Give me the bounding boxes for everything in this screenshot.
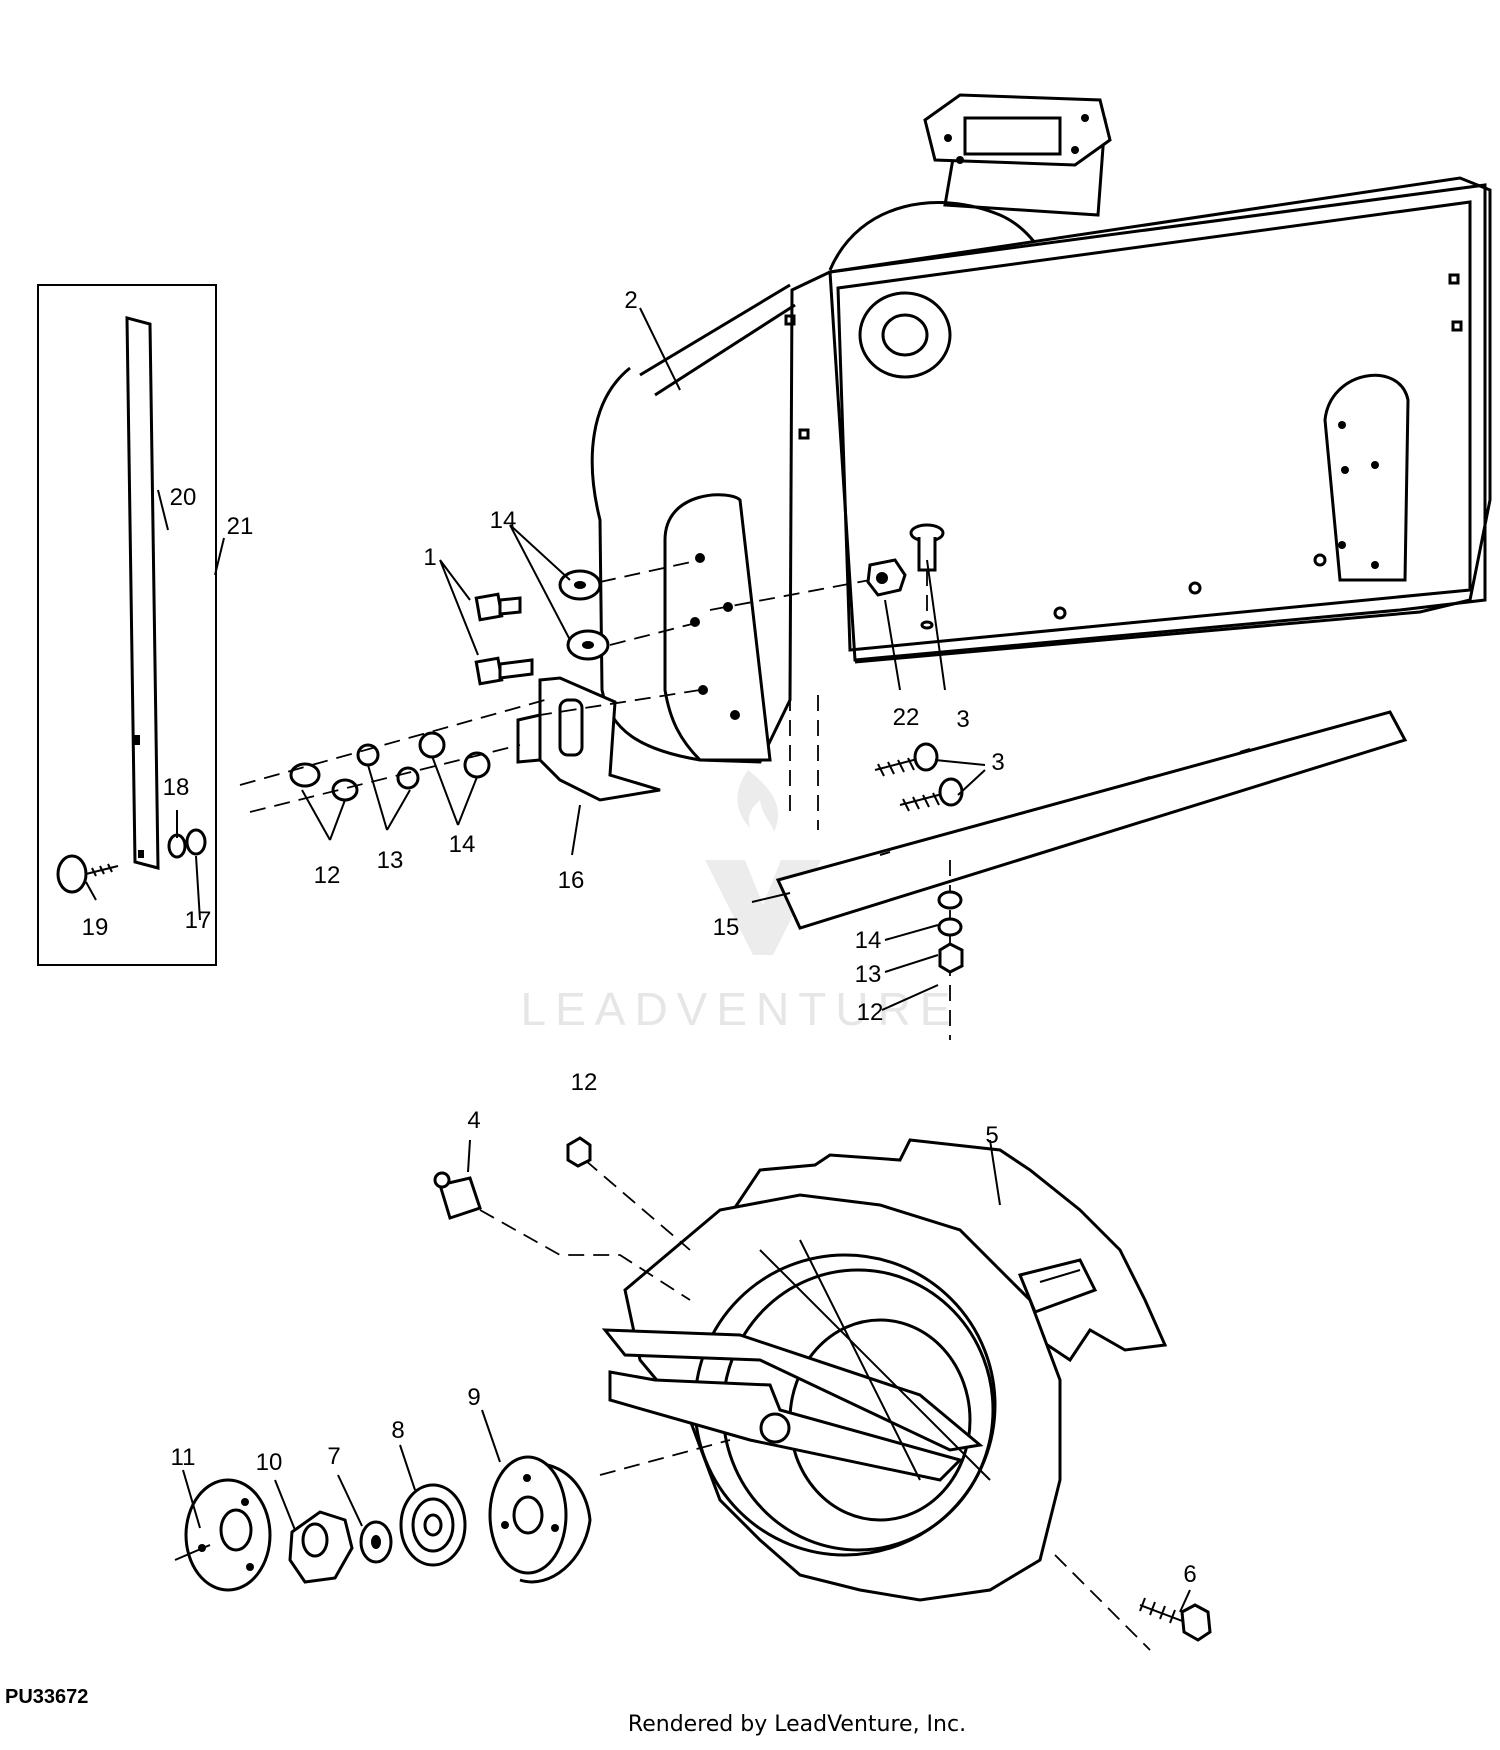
callout-13b: 13 [855, 961, 882, 988]
fittings [433, 1136, 592, 1220]
shear-bar [125, 316, 160, 870]
callout-6: 6 [1183, 1561, 1196, 1588]
callout-14a: 14 [490, 507, 517, 534]
callout-16: 16 [558, 867, 585, 894]
callout-3b: 3 [991, 749, 1004, 776]
footer-credit: Rendered by LeadVenture, Inc. [628, 1712, 966, 1737]
inset-shear-bar [37, 284, 225, 966]
auger-assembly [479, 1138, 1168, 1651]
skid-shoe [538, 676, 661, 802]
part-code: PU33672 [5, 1686, 88, 1708]
callout-13a: 13 [377, 847, 404, 874]
nut [185, 828, 207, 856]
callout-14b: 14 [449, 831, 476, 858]
carriage-bolt [56, 854, 88, 894]
bearing-flange [184, 1478, 272, 1592]
callout-11: 11 [171, 1444, 196, 1471]
scraper-blade [775, 710, 1408, 930]
blower-housing [590, 93, 1492, 764]
bearing-housing [488, 1455, 568, 1575]
cap-screw [1180, 1603, 1212, 1642]
watermark-text: LEADVENTURE [521, 983, 960, 1035]
callout-10: 10 [256, 1449, 283, 1476]
grease-fitting [438, 1176, 482, 1220]
callout-12b: 12 [857, 999, 884, 1026]
scraper-blade-hardware [751, 523, 1408, 1040]
callout-21: 21 [227, 513, 254, 540]
callout-labels: 1 2 3 3 4 5 6 7 8 9 10 11 12 12 12 13 13… [82, 287, 1197, 1588]
callout-5: 5 [985, 1122, 998, 1149]
bearing [399, 1483, 467, 1567]
callout-4: 4 [467, 1107, 480, 1134]
callout-12a: 12 [314, 862, 341, 889]
callout-8: 8 [391, 1417, 404, 1444]
callout-9: 9 [467, 1384, 480, 1411]
callout-7: 7 [327, 1443, 340, 1470]
callout-22: 22 [893, 704, 920, 731]
hex-nut [566, 1136, 592, 1168]
callout-1: 1 [423, 544, 436, 571]
callout-3a: 3 [956, 706, 969, 733]
callout-2: 2 [624, 287, 637, 314]
callout-17: 17 [185, 907, 212, 934]
callout-14c: 14 [855, 927, 882, 954]
callout-18: 18 [163, 774, 190, 801]
callout-12c: 12 [571, 1069, 598, 1096]
watermark: LEADVENTURE [521, 770, 960, 1035]
bearing-stack [174, 1409, 1212, 1642]
bearing-nut [288, 1510, 354, 1584]
callout-19: 19 [82, 914, 109, 941]
callout-15: 15 [713, 914, 740, 941]
skid-hardware [239, 307, 871, 856]
callout-20: 20 [170, 484, 197, 511]
lock-washer [167, 833, 187, 859]
